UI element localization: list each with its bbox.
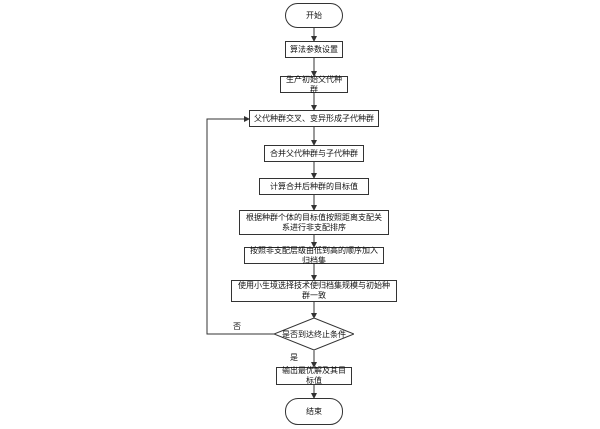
arrow-loop-back (206, 116, 274, 335)
crossover-mutation-node: 父代种群交叉、变异形成子代种群 (249, 110, 379, 127)
decision-diamond-shape (274, 318, 354, 350)
termination-decision: 是否到达终止条件 (274, 318, 354, 350)
output-node: 输出最优解及其目标值 (276, 366, 352, 385)
set-params-node: 算法参数设置 (285, 41, 343, 58)
edge-label-yes: 是 (290, 353, 298, 362)
start-node: 开始 (285, 3, 343, 28)
decision-label: 是否到达终止条件 (282, 329, 346, 339)
merge-node: 合并父代种群与子代种群 (264, 145, 364, 162)
init-population-node: 生产初始父代种群 (280, 75, 348, 94)
add-archive-node: 按照非支配层级由低到高的顺序加入归档集 (244, 246, 384, 265)
edge-label-no: 否 (233, 322, 241, 331)
nondominated-sort-node: 根据种群个体的目标值按照距离支配关系进行非支配排序 (239, 210, 389, 235)
niche-select-node: 使用小生境选择技术使归档集规模与初始种群一致 (231, 280, 397, 302)
end-node: 结束 (285, 398, 343, 425)
compute-objective-node: 计算合并后种群的目标值 (259, 178, 369, 195)
